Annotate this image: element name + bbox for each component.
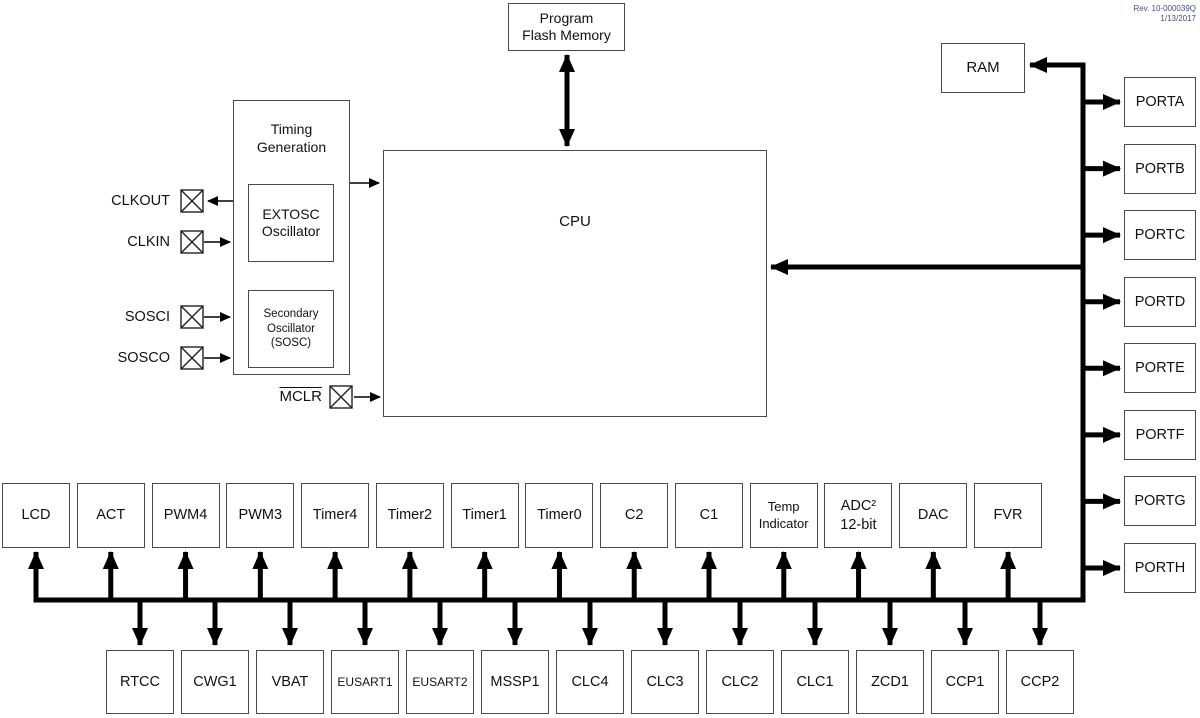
sosci-pin-label: SOSCI: [124, 309, 170, 325]
timer4-block: Timer4: [301, 483, 370, 548]
timer1-block: Timer1: [450, 483, 519, 548]
peripheral-down-arrows: [132, 598, 1048, 646]
c2-block: C2: [600, 483, 669, 548]
porta-block: PORTA: [1124, 77, 1196, 127]
sosco-pin-icon: [180, 346, 204, 370]
timer0-block: Timer0: [525, 483, 594, 548]
peripheral-up-arrows: [28, 551, 1017, 603]
act-block: ACT: [76, 483, 145, 548]
eusart1-block: EUSART1: [331, 650, 399, 714]
eusart2-block: EUSART2: [406, 650, 474, 714]
sosco-pin-label: SOSCO: [117, 350, 170, 366]
zcd1-block: ZCD1: [856, 650, 924, 714]
cpu-block: CPU: [383, 150, 767, 417]
cwg1-block: CWG1: [181, 650, 249, 714]
porte-block: PORTE: [1124, 343, 1196, 394]
clkout-pin-icon: [180, 189, 204, 213]
port-arrows: [1083, 94, 1121, 576]
portg-block: PORTG: [1124, 476, 1196, 527]
clkout-pin-label: CLKOUT: [111, 193, 170, 209]
clc3-block: CLC3: [631, 650, 699, 714]
vbat-block: VBAT: [256, 650, 324, 714]
clc4-block: CLC4: [556, 650, 624, 714]
ccp1-block: CCP1: [931, 650, 999, 714]
portc-block: PORTC: [1124, 210, 1196, 261]
clc2-block: CLC2: [706, 650, 774, 714]
peripheral-row-bottom: RTCC CWG1 VBAT EUSART1 EUSART2 MSSP1 CLC…: [106, 650, 1074, 714]
port-column: PORTA PORTB PORTC PORTD PORTE PORTF PORT…: [1124, 77, 1196, 593]
pwm4-block: PWM4: [151, 483, 220, 548]
portb-block: PORTB: [1124, 143, 1196, 194]
portf-block: PORTF: [1124, 409, 1196, 460]
dac-block: DAC: [899, 483, 968, 548]
clkin-pin-icon: [180, 230, 204, 254]
mssp1-block: MSSP1: [481, 650, 549, 714]
lcd-block: LCD: [2, 483, 70, 548]
clkin-pin-label: CLKIN: [127, 234, 170, 250]
rtcc-block: RTCC: [106, 650, 174, 714]
program-flash-memory-block: Program Flash Memory: [508, 3, 625, 51]
secondary-oscillator-block: Secondary Oscillator (SOSC): [248, 290, 334, 368]
revision-date: 1/13/2017: [1160, 14, 1196, 24]
timer2-block: Timer2: [375, 483, 444, 548]
ccp2-block: CCP2: [1006, 650, 1074, 714]
ram-block: RAM: [941, 43, 1025, 93]
portd-block: PORTD: [1124, 276, 1196, 327]
clc1-block: CLC1: [781, 650, 849, 714]
peripheral-row-top: LCD ACT PWM4 PWM3 Timer4 Timer2 Timer1 T…: [2, 483, 1042, 548]
adc-block: ADC² 12-bit: [824, 483, 893, 548]
revision-number: Rev. 10-000039Q: [1133, 4, 1196, 13]
pwm3-block: PWM3: [226, 483, 295, 548]
extosc-oscillator-block: EXTOSC Oscillator: [248, 184, 334, 262]
fvr-block: FVR: [973, 483, 1042, 548]
mclr-pin-icon: [329, 385, 353, 409]
revision-note: Rev. 10-000039Q 1/13/2017: [1080, 4, 1196, 25]
porth-block: PORTH: [1124, 542, 1196, 593]
mclr-pin-label: MCLR: [279, 388, 322, 405]
c1-block: C1: [674, 483, 743, 548]
temp-indicator-block: Temp Indicator: [749, 483, 818, 548]
sosci-pin-icon: [180, 305, 204, 329]
